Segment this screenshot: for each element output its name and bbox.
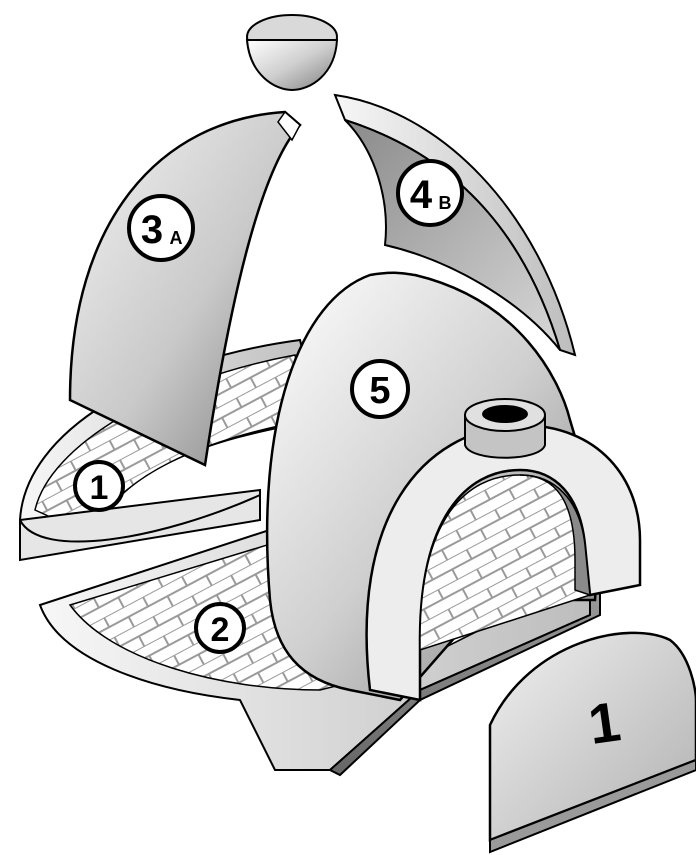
dome-piece-5 (267, 273, 640, 700)
label-1-text: 1 (90, 469, 109, 507)
label-2-text: 2 (211, 611, 230, 649)
label-5: 5 (352, 361, 408, 417)
label-4b-text: 4 (410, 173, 433, 217)
label-4b-sub: B (439, 193, 452, 213)
dome-cap (247, 15, 337, 90)
oven-door: 1 (490, 633, 696, 852)
label-2: 2 (196, 604, 244, 652)
label-3a-sub: A (170, 228, 183, 248)
label-5-text: 5 (369, 370, 390, 412)
label-3a: 3 A (129, 196, 193, 260)
label-3a-text: 3 (141, 208, 163, 252)
label-4b: 4 B (398, 161, 462, 225)
label-1: 1 (75, 462, 123, 510)
